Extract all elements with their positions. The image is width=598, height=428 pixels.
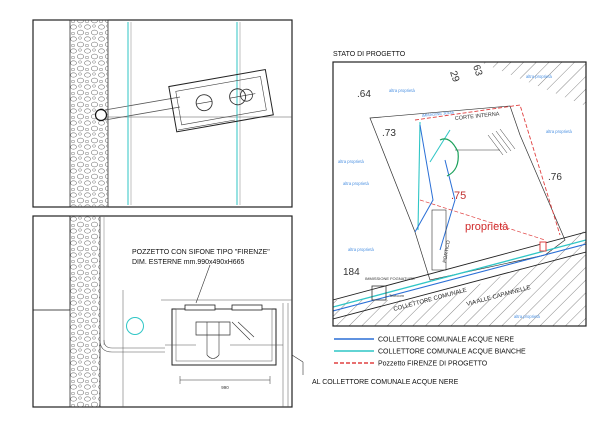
- section-panel: 990 POZZETTO CON SIFONE TIPO "FIRENZE" D…: [32, 215, 304, 408]
- legend-item-bianche: COLLETTORE COMUNALE ACQUE BIANCHE: [378, 349, 526, 356]
- parcel-75: .75: [451, 190, 466, 202]
- legend: COLLETTORE COMUNALE ACQUE NERE COLLETTOR…: [334, 337, 526, 368]
- site-plan: .64 .73 .75 .76 184 29 63 CORTE INTERNA …: [332, 61, 587, 327]
- gravel-fill: [69, 215, 101, 408]
- telecom-label: Telecom: [389, 293, 405, 298]
- parcel-184: 184: [343, 267, 360, 278]
- plan-title: STATO DI PROGETTO: [333, 51, 406, 58]
- altra-proprieta-label: altra proprietà: [348, 247, 375, 252]
- altra-proprieta-label: altra proprietà: [389, 88, 416, 93]
- pozzetto-marker: [539, 241, 547, 252]
- parcel-73: .73: [382, 128, 396, 139]
- green-wall: [439, 138, 459, 177]
- stairs: [487, 128, 516, 156]
- parcel-76: .76: [548, 172, 562, 183]
- pipe-section-icon: [126, 317, 144, 335]
- pozzetto-plan-view: [168, 68, 274, 133]
- outlet-label: AL COLLETTORE COMUNALE ACQUE NERE: [312, 379, 459, 386]
- proprieta-label: proprietà: [465, 221, 509, 233]
- altra-proprieta-label: altra proprietà: [546, 129, 573, 134]
- altra-proprieta-label: altra proprietà: [514, 314, 541, 319]
- plan-detail-panel: [32, 19, 293, 208]
- immissione-box: [371, 285, 387, 301]
- altra-proprieta-label: altra proprietà: [343, 181, 370, 186]
- pozzetto-note-line1: POZZETTO CON SIFONE TIPO "FIRENZE": [132, 249, 270, 256]
- manhole-icon: [94, 108, 108, 122]
- legend-item-pozzetto: Pozzetto FIRENZE DI PROGETTO: [378, 361, 488, 368]
- altra-proprieta-label: altra proprietà: [526, 74, 553, 79]
- altra-proprieta-label: altra proprietà: [338, 159, 365, 164]
- pozzetto-section: [171, 308, 277, 366]
- legend-item-nere: COLLETTORE COMUNALE ACQUE NERE: [378, 337, 514, 344]
- dimension-width-label: 990: [221, 385, 229, 390]
- parcel-63: 63: [470, 64, 484, 78]
- building-footprint: [369, 105, 566, 281]
- immissione-label-line1: IMMISSIONE FOGNATURE: [365, 276, 415, 281]
- portico-label: PORTICO: [442, 240, 452, 263]
- pozzetto-note-line2: DIM. ESTERNE mm.990x490xH665: [132, 259, 245, 266]
- parcel-29: 29: [447, 70, 461, 84]
- parcel-64: .64: [357, 89, 371, 100]
- corte-interna-label: CORTE INTERNA: [455, 111, 501, 122]
- scale-note: IMMAGINE 30x46: [422, 110, 455, 118]
